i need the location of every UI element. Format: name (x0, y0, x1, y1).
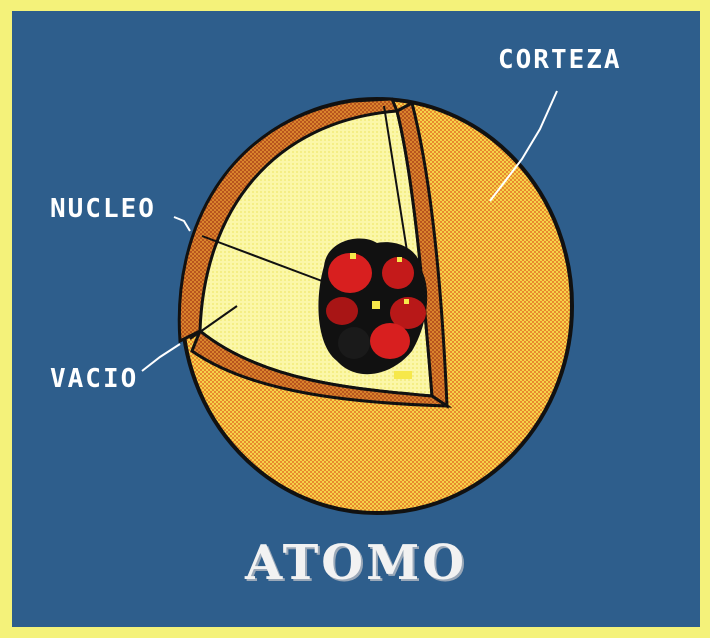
diagram-panel: CORTEZA NUCLEO VACIO ATOMO (12, 11, 700, 627)
nucleo-leader-line (174, 217, 190, 231)
nucleon (370, 323, 410, 359)
nucleon (326, 297, 358, 325)
diagram-title: ATOMO (12, 539, 700, 587)
corteza-label: CORTEZA (498, 47, 622, 73)
nucleon (338, 327, 370, 359)
nucleo-label: NUCLEO (50, 196, 156, 222)
vacio-label: VACIO (50, 366, 138, 392)
vacio-leader-line (142, 344, 180, 371)
